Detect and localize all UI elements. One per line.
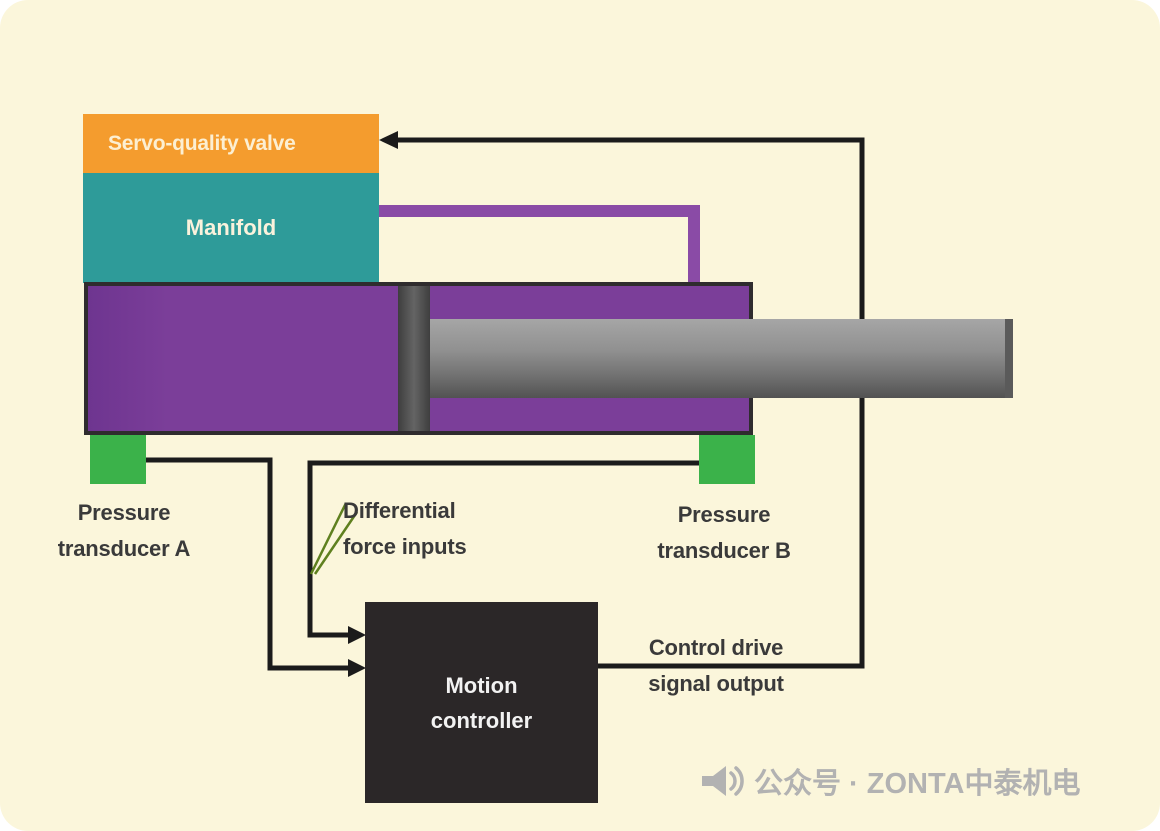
label-line: Pressure (77, 500, 171, 525)
pressure-transducer-a-block (90, 435, 146, 484)
label-line: Differential (343, 498, 456, 523)
label-line: force inputs (343, 534, 467, 559)
servo-valve-label: Servo-quality valve (108, 131, 296, 155)
label-line: signal output (648, 671, 784, 696)
label-line: Control drive (648, 635, 784, 660)
megaphone-icon (702, 766, 744, 796)
pressure-transducer-a-label: Pressure transducer A (36, 495, 212, 567)
transducer-b-wire (307, 460, 700, 638)
manifold-label: Manifold (185, 215, 277, 240)
arrowhead-into-controller-lower-icon (348, 659, 366, 677)
control-signal-wire (392, 137, 865, 669)
differential-force-inputs-label: Differential force inputs (343, 493, 467, 565)
label-line: Pressure (677, 502, 771, 527)
label-line: transducer B (657, 538, 791, 563)
arrowhead-into-valve-icon (379, 131, 398, 149)
motion-controller-label-line2: controller (430, 707, 533, 733)
manifold-block: Manifold (83, 173, 379, 283)
watermark: 公众号 · ZONTA中泰机电 (698, 760, 1081, 802)
label-line: transducer A (57, 536, 191, 561)
transducer-a-wire (146, 457, 350, 671)
piston (398, 286, 430, 431)
annotation-pointer (309, 502, 359, 575)
motion-controller-block: Motion controller (365, 602, 598, 803)
control-drive-signal-output-label: Control drive signal output (628, 630, 804, 702)
arrowhead-into-controller-upper-icon (348, 626, 366, 644)
watermark-text: 公众号 · ZONTA中泰机电 (754, 768, 1081, 800)
pressure-transducer-b-block (699, 435, 755, 484)
pressure-transducer-b-label: Pressure transducer B (636, 497, 812, 569)
hydraulic-pipe (379, 205, 700, 285)
piston-rod (430, 319, 1013, 398)
motion-controller-label-line1: Motion (445, 672, 518, 698)
servo-valve-block: Servo-quality valve (83, 114, 379, 173)
